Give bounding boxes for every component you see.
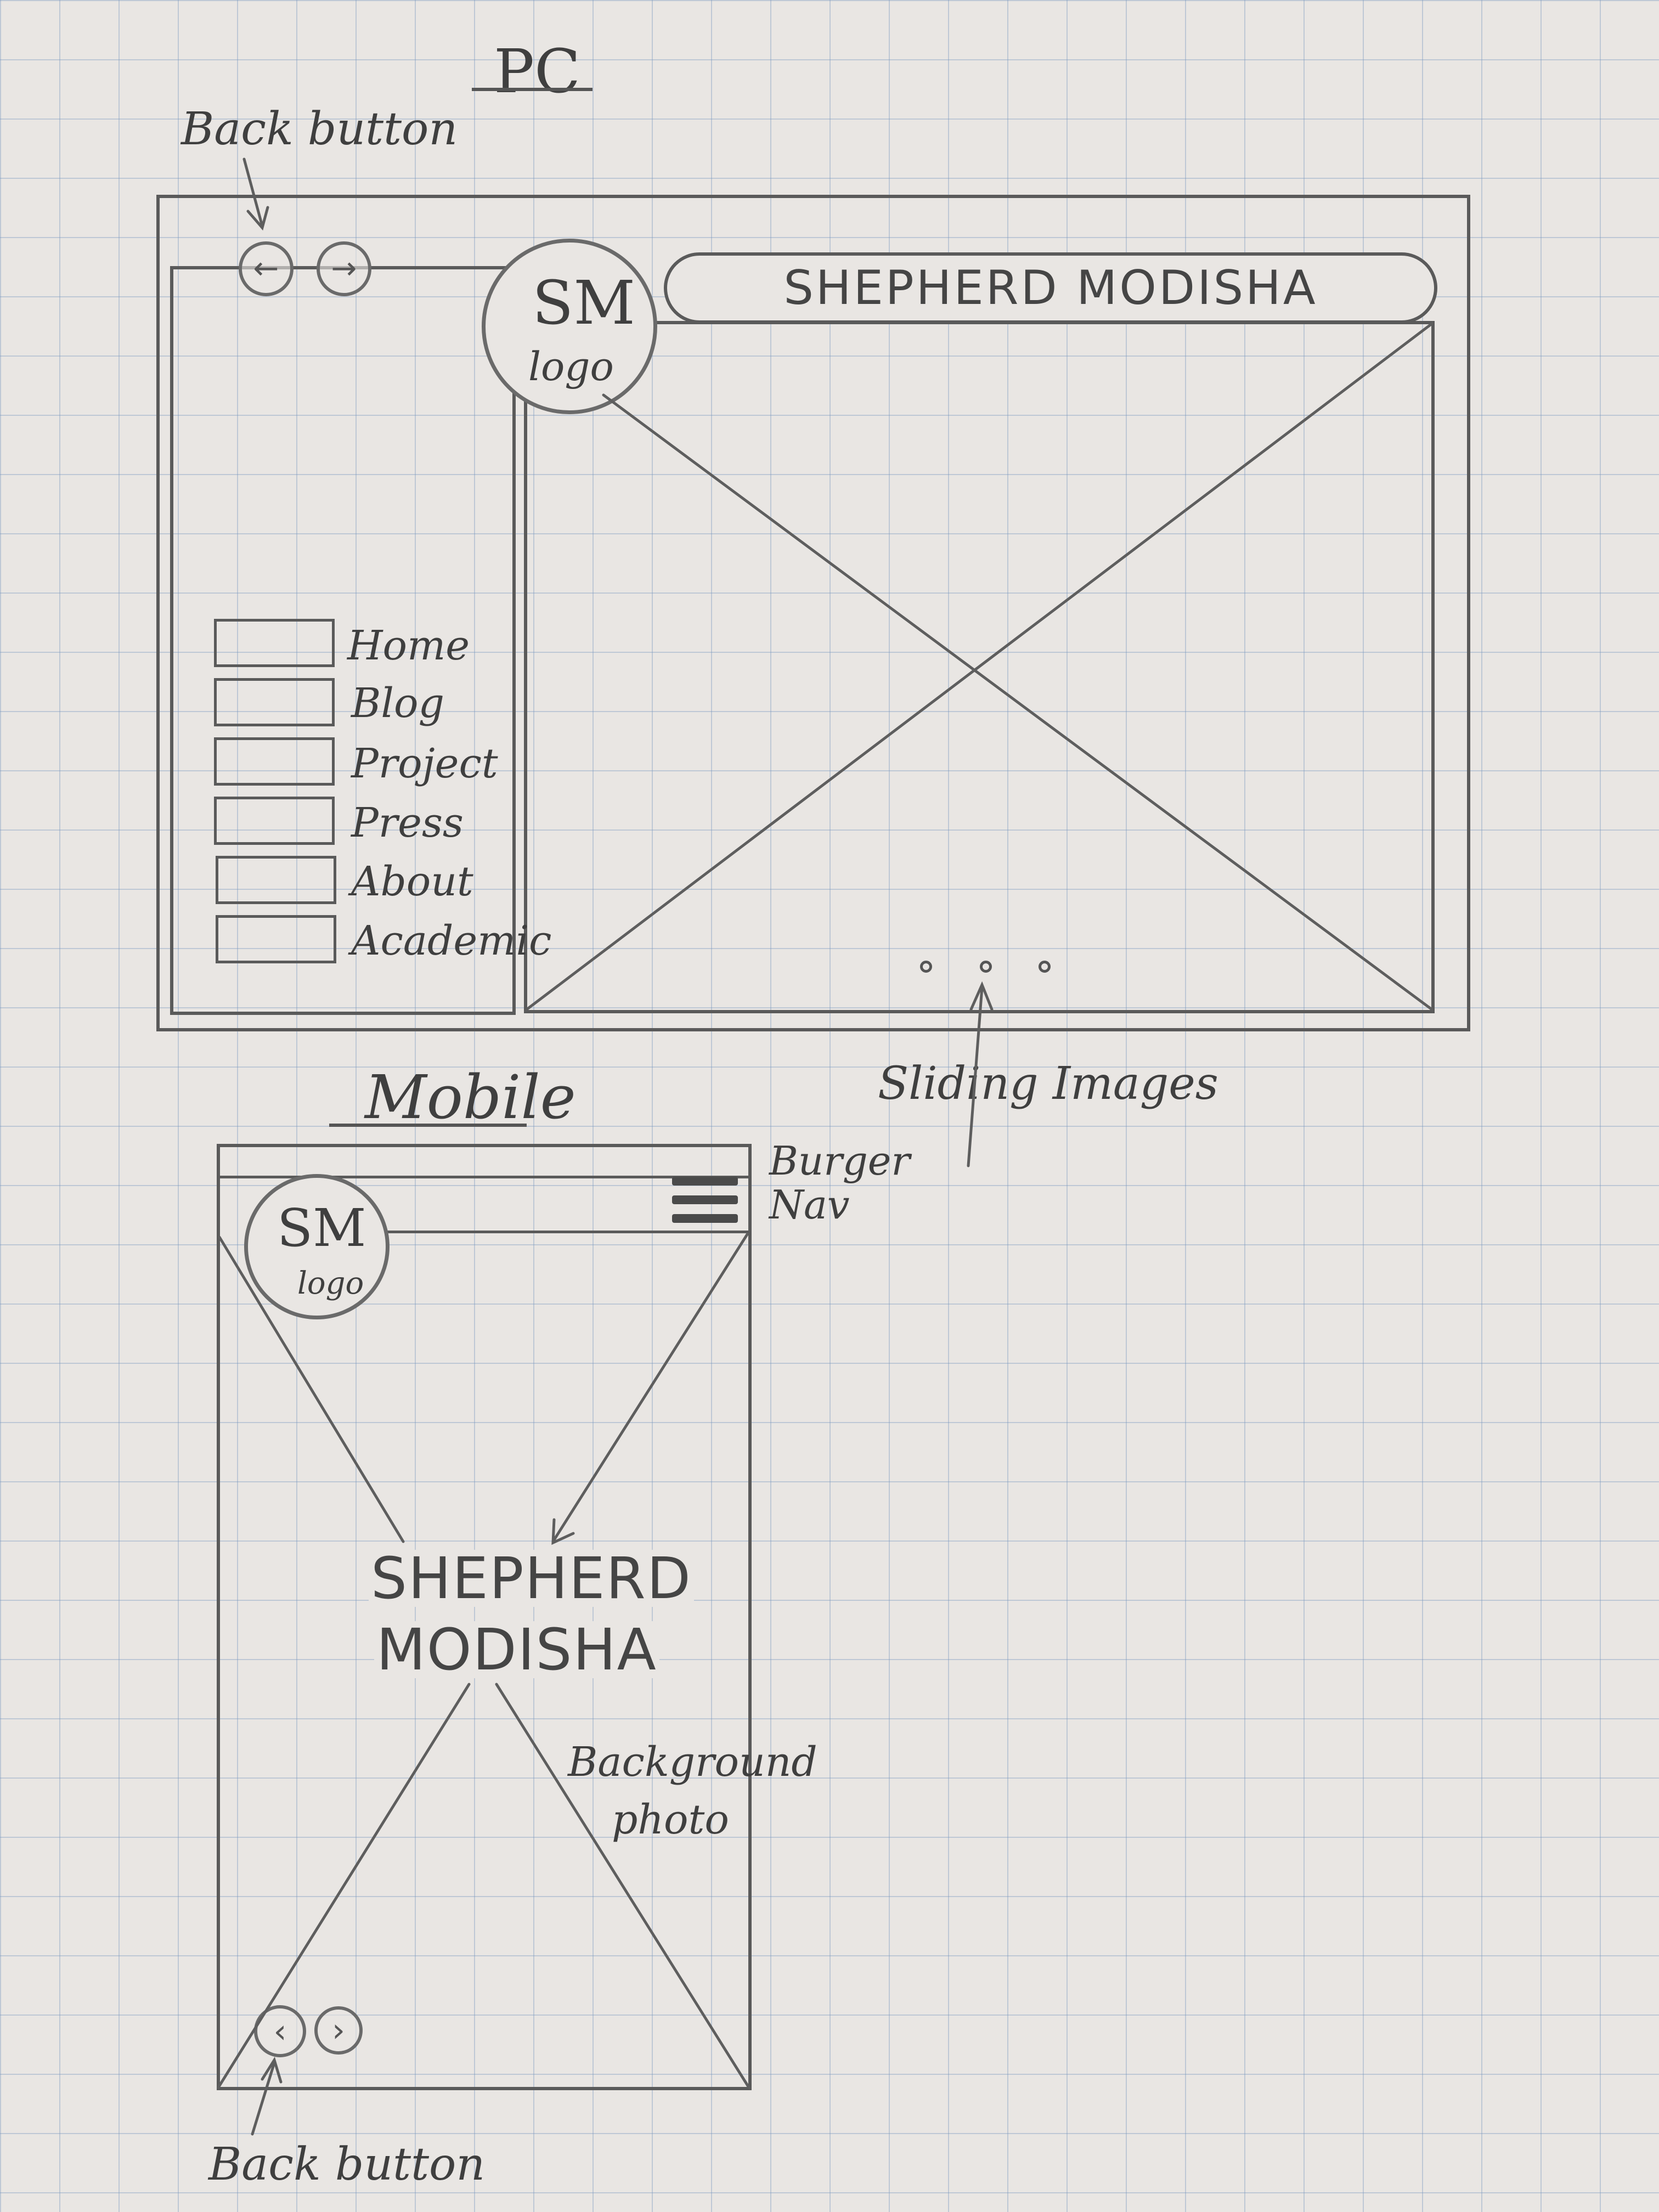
burger-menu-icon[interactable] <box>672 1177 738 1226</box>
mobile-site-title-line1: SHEPHERD <box>369 1550 694 1607</box>
burger-nav-annotation-line2: Nav <box>769 1182 850 1228</box>
pc-heading-underline <box>472 88 592 91</box>
pc-logo-initials: SM <box>532 268 635 338</box>
back-chevron-icon: ‹ <box>273 2012 287 2051</box>
slider-dot-2[interactable] <box>980 961 992 973</box>
pc-window-frame <box>156 195 1470 1031</box>
nav-item-box <box>214 619 335 667</box>
forward-chevron-icon: › <box>332 2011 345 2050</box>
burger-bar-top <box>672 1177 738 1186</box>
mobile-logo-caption: logo <box>297 1266 364 1301</box>
pc-site-title: SHEPHERD MODISHA <box>783 261 1318 315</box>
pc-forward-button[interactable]: → <box>317 241 371 296</box>
mobile-logo-initials: SM <box>277 1198 366 1259</box>
pc-logo[interactable]: SM logo <box>482 239 657 414</box>
nav-item-label: Home <box>347 622 470 669</box>
mobile-back-button-annotation: Back button <box>208 2138 486 2191</box>
nav-item-box <box>214 797 335 845</box>
pc-heading: PC <box>494 36 581 106</box>
nav-item-label: About <box>351 858 473 905</box>
nav-item-label: Press <box>351 799 464 847</box>
mobile-logo[interactable]: SM logo <box>244 1174 390 1319</box>
pc-back-button[interactable]: ← <box>239 241 294 296</box>
burger-nav-annotation-line1: Burger <box>769 1138 910 1184</box>
mobile-heading: Mobile <box>365 1062 576 1132</box>
sliding-images-annotation: Sliding Images <box>878 1058 1218 1110</box>
slider-dot-3[interactable] <box>1039 961 1051 973</box>
burger-bar-middle <box>672 1195 738 1204</box>
pc-title-bar: SHEPHERD MODISHA <box>664 252 1437 324</box>
forward-arrow-icon: → <box>331 251 357 286</box>
mobile-forward-button[interactable]: › <box>314 2006 363 2055</box>
mobile-header-line <box>219 1176 749 1178</box>
mobile-site-title-line2: MODISHA <box>374 1621 659 1678</box>
mobile-back-button[interactable]: ‹ <box>254 2005 306 2057</box>
nav-item-box <box>216 915 336 963</box>
nav-item-box <box>216 856 336 904</box>
pc-image-slider[interactable] <box>524 321 1435 1013</box>
pc-logo-caption: logo <box>528 343 614 390</box>
nav-item-label: Academic <box>351 917 552 964</box>
background-photo-annotation-line1: Background <box>568 1739 817 1786</box>
mobile-heading-underline <box>329 1124 527 1127</box>
mobile-header-bottom-line <box>351 1231 749 1233</box>
mobile-screen-frame <box>217 1144 752 2090</box>
nav-item-label: Project <box>351 740 498 787</box>
back-arrow-icon: ← <box>253 251 279 286</box>
pc-back-button-annotation: Back button <box>181 103 458 155</box>
nav-item-box <box>214 737 335 786</box>
nav-item-box <box>214 678 335 726</box>
burger-bar-bottom <box>672 1214 738 1223</box>
background-photo-annotation-line2: photo <box>612 1796 729 1843</box>
slider-dot-1[interactable] <box>920 961 932 973</box>
nav-item-label: Blog <box>351 680 444 727</box>
